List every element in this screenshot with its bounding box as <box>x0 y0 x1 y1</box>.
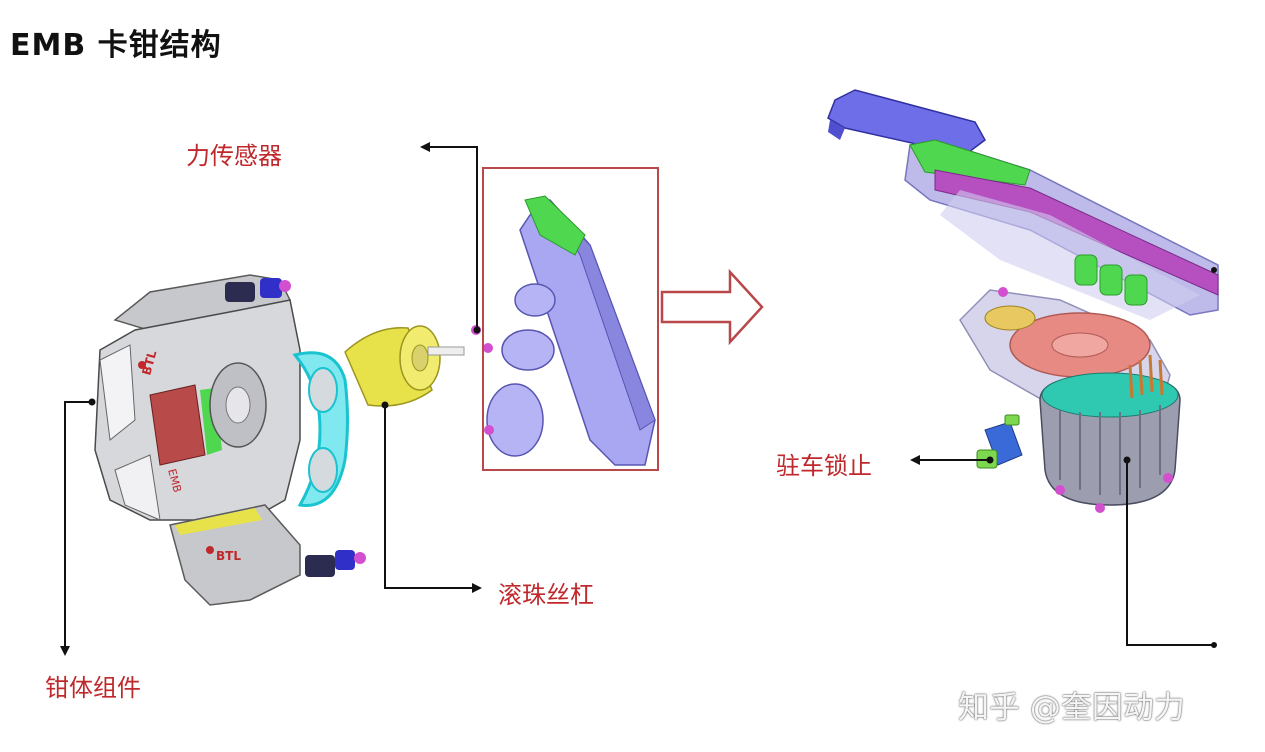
page-title: EMB 卡钳结构 <box>10 28 222 63</box>
highlight-frame <box>482 167 659 471</box>
caliper-mark-bottom: BTL <box>216 549 241 563</box>
label-ball-screw: 滚珠丝杠 <box>498 581 594 609</box>
exploded-actuator-assembly <box>827 89 1219 513</box>
force-sensor-plate <box>484 195 656 466</box>
label-force-sensor: 力传感器 <box>186 142 282 170</box>
ball-screw-part <box>344 325 493 407</box>
caliper-mark-middle: EMB <box>165 467 184 494</box>
label-caliper-body: 钳体组件 <box>45 674 141 702</box>
watermark: 知乎 @奎因动力 <box>958 690 1185 726</box>
label-parking-lock: 驻车锁止 <box>776 452 872 480</box>
caliper-mark-top: BTL <box>139 349 159 377</box>
caliper-body-assembly: BTL EMB BTL <box>94 274 366 606</box>
transition-arrow <box>660 268 764 346</box>
leader-lines <box>60 142 1217 656</box>
